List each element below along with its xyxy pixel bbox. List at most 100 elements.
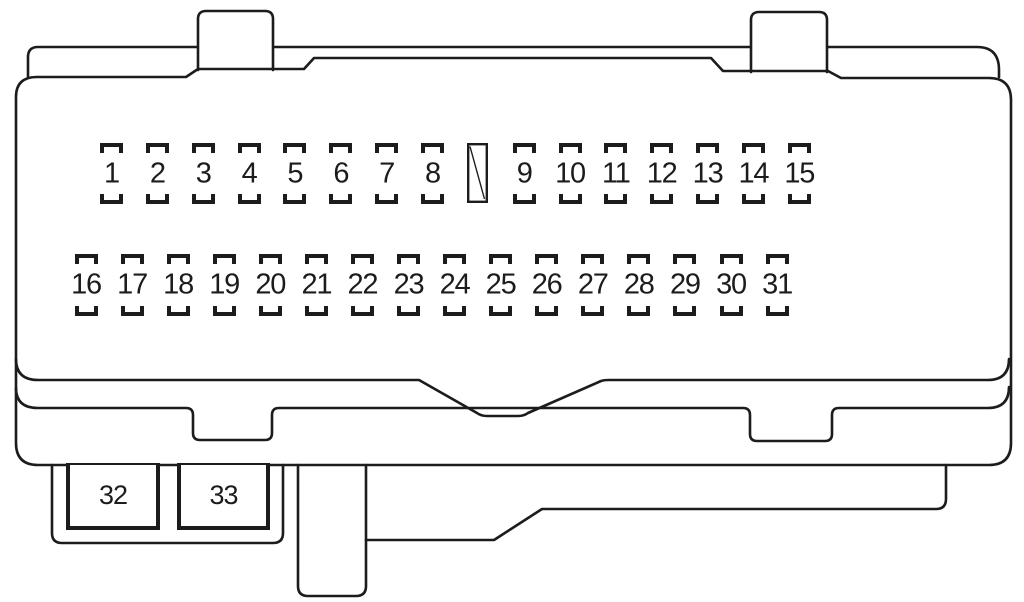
fuse-number: 31 bbox=[762, 268, 793, 301]
fuse-contact-bottom-icon bbox=[397, 306, 420, 316]
fuse-number: 29 bbox=[669, 268, 701, 301]
fuse-number: 1 bbox=[104, 157, 120, 189]
fuse-slot-2: 2 bbox=[145, 143, 169, 204]
fuse-number: 2 bbox=[149, 157, 166, 189]
fuse-number: 28 bbox=[623, 268, 655, 301]
fuse-slot-25: 25 bbox=[486, 254, 517, 316]
fuse-slot-30: 30 bbox=[716, 254, 747, 316]
fuse-contact-bottom-icon bbox=[787, 194, 811, 204]
fuse-number: 10 bbox=[555, 157, 586, 189]
fuse-contact-top-icon bbox=[512, 143, 536, 153]
fuse-contact-top-icon bbox=[375, 143, 399, 153]
fuse-number: 25 bbox=[485, 268, 517, 301]
mounting-tab-right bbox=[749, 10, 829, 74]
fuse-number: 15 bbox=[784, 157, 815, 189]
fuse-contact-top-icon bbox=[304, 254, 328, 264]
fuse-contact-top-icon bbox=[421, 143, 444, 153]
fuse-contact-top-icon bbox=[166, 254, 190, 264]
fuse-number: 22 bbox=[347, 268, 378, 301]
fuse-slot-3: 3 bbox=[191, 143, 215, 204]
fuse-contact-top-icon bbox=[489, 254, 513, 264]
fuse-number: 14 bbox=[738, 157, 769, 189]
fuse-contact-top-icon bbox=[581, 254, 605, 264]
fuse-slot-16: 16 bbox=[71, 254, 102, 316]
relay-box-32: 32 bbox=[66, 463, 160, 530]
fuse-number: 21 bbox=[301, 268, 332, 301]
fuse-contact-bottom-icon bbox=[558, 194, 582, 204]
case-outline bbox=[14, 56, 1013, 467]
cover-top-edge-left bbox=[26, 45, 199, 79]
fuse-panel-bottom-edge bbox=[14, 357, 1011, 418]
fuse-contact-bottom-icon bbox=[421, 194, 444, 204]
fuse-contact-bottom-icon bbox=[443, 306, 467, 316]
fuse-contact-top-icon bbox=[719, 254, 743, 264]
fuse-slot-9: 9 bbox=[512, 143, 536, 204]
fuse-contact-bottom-icon bbox=[166, 306, 190, 316]
fuse-contact-top-icon bbox=[145, 143, 169, 153]
fuse-contact-top-icon bbox=[120, 254, 144, 264]
fuse-contact-bottom-icon bbox=[489, 306, 513, 316]
cover-top-edge-right bbox=[826, 45, 1001, 79]
fuse-slot-12: 12 bbox=[647, 143, 678, 204]
mounting-tab-left bbox=[196, 9, 275, 72]
fuse-number: 12 bbox=[646, 157, 678, 189]
relay-box-label: 32 bbox=[98, 480, 128, 510]
fuse-slot-20: 20 bbox=[255, 254, 286, 316]
fuse-slot-6: 6 bbox=[329, 143, 353, 204]
fuse-slot-13: 13 bbox=[693, 143, 724, 204]
fuse-contact-bottom-icon bbox=[191, 194, 215, 204]
fuse-slot-14: 14 bbox=[738, 143, 770, 204]
fuse-contact-bottom-icon bbox=[375, 194, 399, 204]
relay-box-label: 33 bbox=[209, 480, 238, 510]
fuse-number: 11 bbox=[602, 157, 631, 189]
fuse-contact-top-icon bbox=[191, 143, 215, 153]
fuse-contact-bottom-icon bbox=[304, 306, 328, 316]
fuse-contact-top-icon bbox=[443, 254, 467, 264]
fuse-number: 24 bbox=[439, 268, 471, 301]
fuse-number: 18 bbox=[163, 268, 194, 301]
fuse-slot-4: 4 bbox=[237, 143, 261, 204]
fuse-contact-top-icon bbox=[787, 143, 811, 153]
relay-block-outline bbox=[50, 463, 285, 545]
bottom-flange bbox=[364, 463, 948, 542]
fuse-contact-bottom-icon bbox=[237, 194, 261, 204]
fuse-contact-top-icon bbox=[212, 254, 236, 264]
fuse-contact-bottom-icon bbox=[719, 306, 743, 316]
fuse-contact-bottom-icon bbox=[283, 194, 307, 204]
fuse-contact-bottom-icon bbox=[350, 306, 374, 316]
fuse-number: 4 bbox=[241, 157, 258, 189]
fuse-number: 26 bbox=[531, 268, 563, 301]
fuse-contact-bottom-icon bbox=[650, 194, 674, 204]
fuse-slot-28: 28 bbox=[624, 254, 655, 316]
fuse-slot-22: 22 bbox=[347, 254, 379, 316]
fuse-slot-7: 7 bbox=[375, 143, 399, 204]
fuse-number: 20 bbox=[255, 268, 286, 301]
fuse-slot-19: 19 bbox=[209, 254, 240, 316]
fuse-contact-top-icon bbox=[283, 143, 307, 153]
fuse-number: 16 bbox=[71, 268, 102, 301]
fuse-slot-11: 11 bbox=[602, 143, 631, 204]
fuse-contact-bottom-icon bbox=[100, 194, 123, 204]
fuse-contact-top-icon bbox=[100, 143, 123, 153]
fuse-number: 3 bbox=[195, 157, 212, 189]
fuse-number: 7 bbox=[379, 157, 395, 189]
fuse-contact-top-icon bbox=[535, 254, 559, 264]
fuse-contact-top-icon bbox=[765, 254, 789, 264]
fuse-contact-bottom-icon bbox=[673, 306, 697, 316]
fuse-slot-8: 8 bbox=[421, 143, 444, 204]
fuse-contact-top-icon bbox=[350, 254, 374, 264]
fuse-contact-bottom-icon bbox=[604, 194, 628, 204]
fuse-slot-23: 23 bbox=[394, 254, 425, 316]
fuse-number: 8 bbox=[425, 157, 441, 189]
fuse-contact-bottom-icon bbox=[329, 194, 353, 204]
fuse-contact-top-icon bbox=[696, 143, 720, 153]
fuse-contact-bottom-icon bbox=[74, 306, 98, 316]
fuse-contact-bottom-icon bbox=[258, 306, 282, 316]
fuse-number: 5 bbox=[287, 157, 303, 189]
fuse-contact-bottom-icon bbox=[535, 306, 559, 316]
fuse-contact-top-icon bbox=[329, 143, 353, 153]
fuse-number: 6 bbox=[333, 157, 349, 189]
connector-leg bbox=[296, 463, 368, 598]
